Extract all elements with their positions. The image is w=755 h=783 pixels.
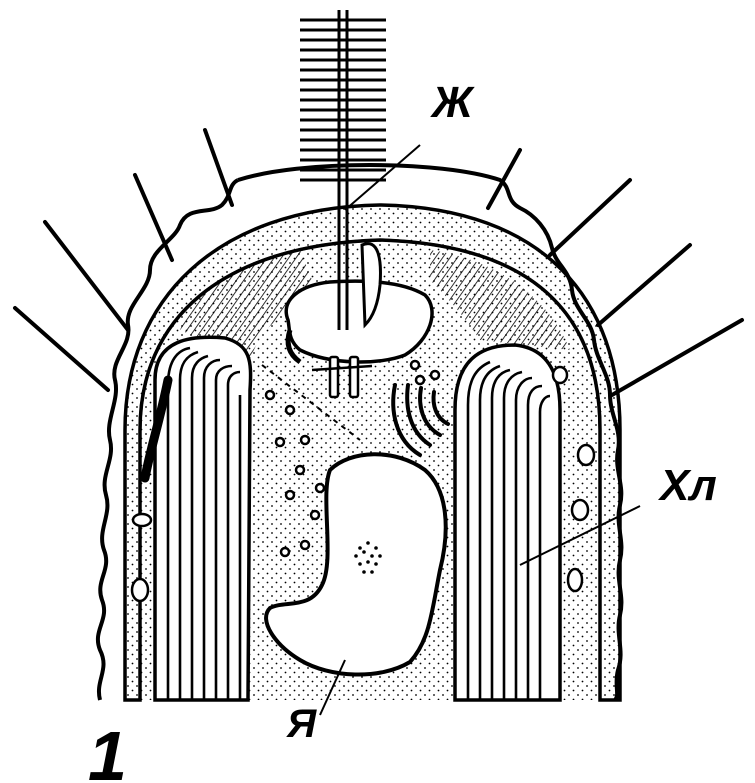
- figure-number: 1: [88, 717, 127, 783]
- label-flagellum: Ж: [430, 78, 475, 127]
- label-nucleus: Я: [286, 702, 317, 746]
- label-chloroplast: Хл: [657, 461, 717, 510]
- chloroplast-right: [455, 345, 560, 700]
